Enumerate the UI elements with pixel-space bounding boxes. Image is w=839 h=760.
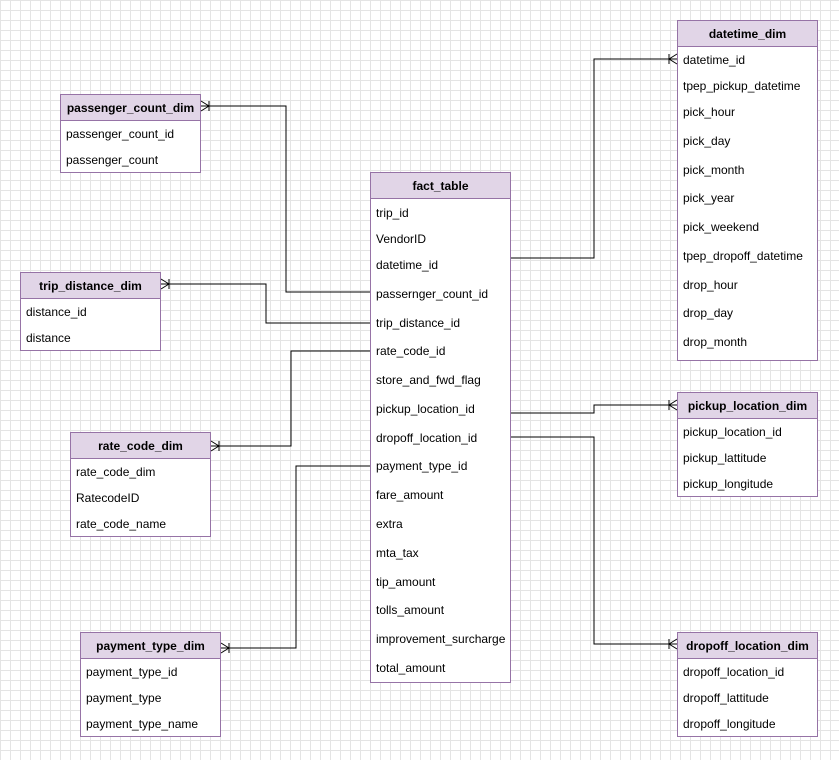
cardinality-many-foot <box>668 643 678 650</box>
field-pickup-longitude: pickup_longitude <box>683 477 774 491</box>
field-drop-day: drop_day <box>683 306 734 320</box>
connector-pickup-location <box>511 399 678 414</box>
field-rate-code-name: rate_code_name <box>76 517 167 531</box>
cardinality-many-foot <box>160 283 170 290</box>
cardinality-many-foot <box>668 53 678 60</box>
field-drop-month: drop_month <box>683 335 748 349</box>
cardinality-many-foot <box>160 278 170 285</box>
field-pick-year: pick_year <box>683 191 735 205</box>
field-trip-id: trip_id <box>376 206 409 220</box>
field-datetime-id: datetime_id <box>376 258 439 272</box>
field-improvement-surcharge: improvement_surcharge <box>376 632 506 646</box>
field-store-and-fwd-flag: store_and_fwd_flag <box>376 373 481 387</box>
field-extra: extra <box>376 517 403 531</box>
entity-payment-type-dim[interactable]: payment_type_dim payment_type_id payment… <box>80 632 221 737</box>
cardinality-many-foot <box>668 58 678 65</box>
field-payment-type-id: payment_type_id <box>86 665 178 679</box>
entity-rate-code-dim[interactable]: rate_code_dim rate_code_dim RatecodeID r… <box>70 432 211 537</box>
connector-datetime <box>511 53 678 259</box>
connector-line <box>211 350 370 447</box>
field-passenger-count-id: passernger_count_id <box>376 287 489 301</box>
field-drop-hour: drop_hour <box>683 278 738 292</box>
entity-passenger-count-dim[interactable]: passenger_count_dim passenger_count_id p… <box>60 94 201 173</box>
field-tpep-pickup-datetime: tpep_pickup_datetime <box>683 79 801 93</box>
cardinality-many-foot <box>668 399 678 406</box>
field-pick-day: pick_day <box>683 134 731 148</box>
connector-line <box>161 283 370 324</box>
connector-dropoff-location <box>511 436 678 650</box>
connector-rate-code <box>210 350 370 452</box>
field-datetime-id: datetime_id <box>683 53 746 67</box>
connector-line <box>511 58 677 259</box>
entity-datetime-dim[interactable]: datetime_dim datetime_id tpep_pickup_dat… <box>677 20 818 361</box>
field-pick-hour: pick_hour <box>683 105 736 119</box>
cardinality-many-foot <box>210 440 220 447</box>
field-passenger-count: passenger_count <box>66 153 159 167</box>
entity-title: pickup_location_dim <box>678 393 817 419</box>
field-total-amount: total_amount <box>376 661 446 675</box>
entity-pickup-location-dim[interactable]: pickup_location_dim pickup_location_id p… <box>677 392 818 497</box>
field-dropoff-longitude: dropoff_longitude <box>683 717 776 731</box>
entity-dropoff-location-dim[interactable]: dropoff_location_dim dropoff_location_id… <box>677 632 818 737</box>
field-pick-month: pick_month <box>683 163 745 177</box>
field-mta-tax: mta_tax <box>376 546 419 560</box>
cardinality-many-foot <box>668 404 678 411</box>
entity-title: passenger_count_dim <box>61 95 200 121</box>
field-payment-type: payment_type <box>86 691 162 705</box>
entity-title: fact_table <box>371 173 510 199</box>
connector-passenger-count <box>200 100 370 293</box>
cardinality-many-foot <box>220 642 230 649</box>
connector-payment-type <box>220 465 370 654</box>
connector-trip-distance <box>160 278 370 324</box>
entity-title: datetime_dim <box>678 21 817 47</box>
field-dropoff-location-id: dropoff_location_id <box>683 665 785 679</box>
field-trip-distance-id: trip_distance_id <box>376 316 461 330</box>
field-tpep-dropoff-datetime: tpep_dropoff_datetime <box>683 249 803 263</box>
entity-title: payment_type_dim <box>81 633 220 659</box>
entity-fact-table[interactable]: fact_table trip_id VendorID datetime_id … <box>370 172 511 683</box>
field-fare-amount: fare_amount <box>376 488 444 502</box>
connector-line <box>201 105 370 293</box>
connector-line <box>221 465 370 649</box>
cardinality-many-foot <box>210 445 220 452</box>
field-distance: distance <box>26 331 71 345</box>
cardinality-many-foot <box>200 105 210 112</box>
field-payment-type-name: payment_type_name <box>86 717 199 731</box>
field-tolls-amount: tolls_amount <box>376 603 445 617</box>
field-pickup-lattitude: pickup_lattitude <box>683 451 767 465</box>
field-rate-code-id: rate_code_id <box>376 344 446 358</box>
field-dropoff-location-id: dropoff_location_id <box>376 431 478 445</box>
cardinality-many-foot <box>668 638 678 645</box>
field-pick-weekend: pick_weekend <box>683 220 760 234</box>
field-distance-id: distance_id <box>26 305 87 319</box>
cardinality-many-foot <box>220 647 230 654</box>
entity-title: trip_distance_dim <box>21 273 160 299</box>
entity-trip-distance-dim[interactable]: trip_distance_dim distance_id distance <box>20 272 161 351</box>
entity-title: rate_code_dim <box>71 433 210 459</box>
field-rate-code-dim: rate_code_dim <box>76 465 156 479</box>
connector-line <box>511 436 677 645</box>
field-pickup-location-id: pickup_location_id <box>376 402 475 416</box>
field-tip-amount: tip_amount <box>376 575 436 589</box>
connector-line <box>511 404 677 414</box>
field-vendor-id: VendorID <box>376 232 427 246</box>
field-pickup-location-id: pickup_location_id <box>683 425 782 439</box>
field-ratecode-id: RatecodeID <box>76 491 140 505</box>
entity-title: dropoff_location_dim <box>678 633 817 659</box>
field-payment-type-id: payment_type_id <box>376 459 468 473</box>
field-dropoff-lattitude: dropoff_lattitude <box>683 691 769 705</box>
cardinality-many-foot <box>200 100 210 107</box>
field-passenger-count-id: passenger_count_id <box>66 127 175 141</box>
